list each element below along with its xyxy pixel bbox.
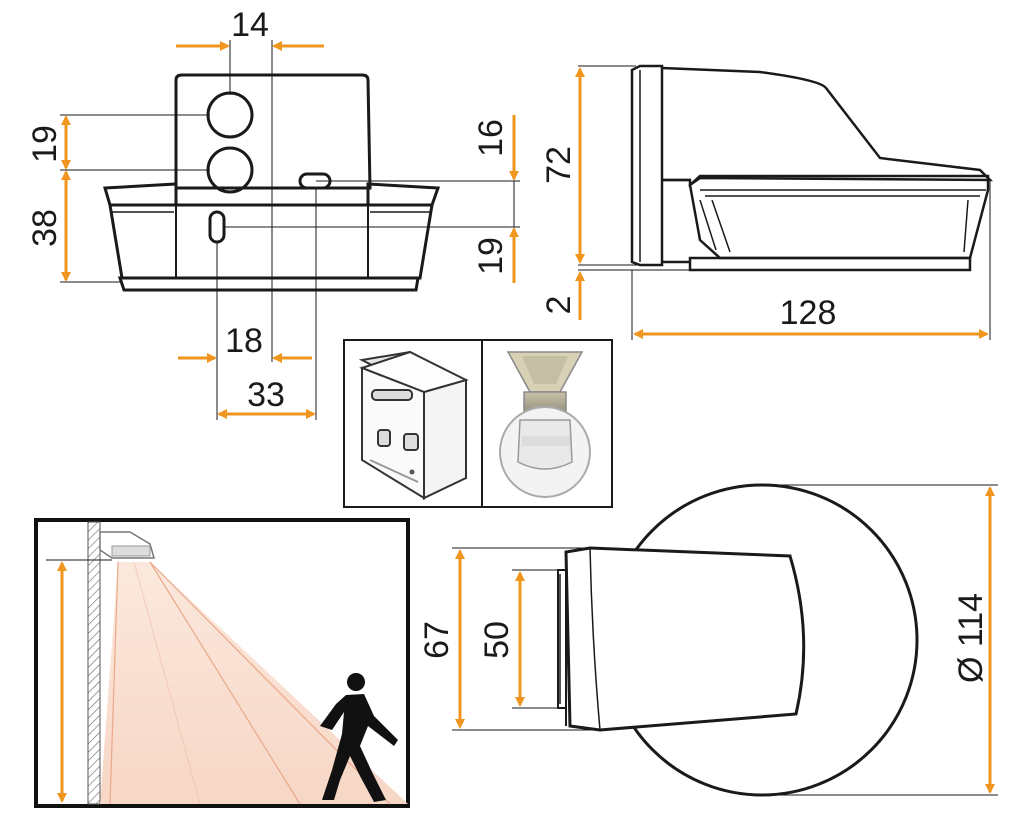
dim-side-depth: 128 [780,294,837,332]
side-view: 72 2 128 [540,64,994,340]
dim-top-outer: 67 [418,621,456,659]
knockout-upper [206,91,254,139]
slot-vertical [208,210,226,244]
front-view: 14 19 38 16 19 18 33 [26,6,520,420]
knockout-lower [206,146,254,194]
dim-top-diameter: Ø 114 [952,593,990,683]
mounting-box-icon [358,350,469,501]
dim-top-inner: 50 [478,621,516,659]
dim-bottom-outer: 33 [247,376,285,414]
lens-cover-icon [499,351,591,498]
base-plate [117,276,420,292]
housing-wing-right [366,182,441,207]
housing-lower [108,203,434,280]
dim-left-upper: 19 [26,125,64,163]
top-view: 67 50 Ø 114 [418,483,998,797]
accessory-panel [343,339,613,508]
walking-person-icon [320,673,398,802]
housing-wing-left [103,182,178,207]
dim-bottom-inner: 18 [225,322,263,360]
dim-side-base: 2 [540,296,578,315]
dim-right-upper: 16 [472,119,510,157]
dim-side-height: 72 [540,146,578,184]
housing-upper [174,73,372,190]
dim-width-top: 14 [231,6,269,44]
dim-right-lower: 19 [472,237,510,275]
dim-left-lower: 38 [26,209,64,247]
install-scene [34,518,410,808]
